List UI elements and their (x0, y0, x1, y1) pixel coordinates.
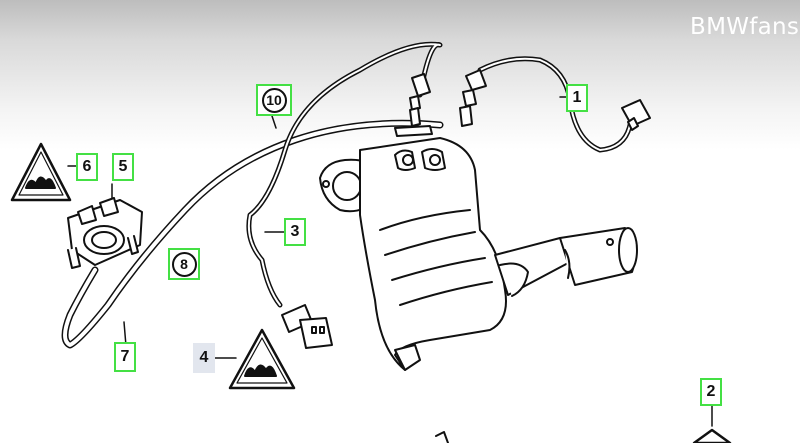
exhaust-pipe (494, 227, 638, 297)
warning-label-2-partial (692, 428, 732, 443)
callout-label: 3 (290, 223, 300, 240)
watermark: BMWfans (690, 14, 800, 40)
wiring-harness-inner (63, 121, 442, 347)
callout-label: 5 (118, 158, 128, 175)
catalytic-converter (319, 137, 507, 371)
sensor-cable-10-inner (247, 43, 441, 306)
callout-label: 1 (572, 89, 582, 106)
oxygen-sensor-rear (459, 69, 487, 127)
oxygen-sensor-front (409, 73, 431, 127)
callout-5[interactable]: 5 (112, 153, 134, 181)
connector-3 (281, 304, 333, 349)
callout-label: 2 (706, 383, 716, 400)
callout-label: 4 (199, 349, 209, 366)
callout-7[interactable]: 7 (114, 342, 136, 372)
callout-4[interactable]: 4 (193, 343, 215, 373)
partial-part-bottom (435, 431, 449, 443)
callout-label: 10 (261, 87, 287, 113)
hot-surface-warning-icon (228, 328, 296, 390)
callout-label: 7 (120, 348, 130, 365)
connector-1 (621, 99, 651, 131)
sensor-cable-1 (477, 56, 633, 153)
callout-3[interactable]: 3 (284, 218, 306, 246)
callout-label: 8 (171, 251, 197, 277)
callout-2[interactable]: 2 (700, 378, 722, 406)
callout-label: 6 (82, 158, 92, 175)
callout-1[interactable]: 1 (566, 84, 588, 112)
callout-6[interactable]: 6 (76, 153, 98, 181)
hot-surface-warning-icon (10, 142, 72, 202)
pressure-sensor (67, 197, 143, 269)
harness-clip (394, 125, 433, 137)
callout-10[interactable]: 10 (256, 84, 292, 116)
callout-8[interactable]: 8 (168, 248, 200, 280)
